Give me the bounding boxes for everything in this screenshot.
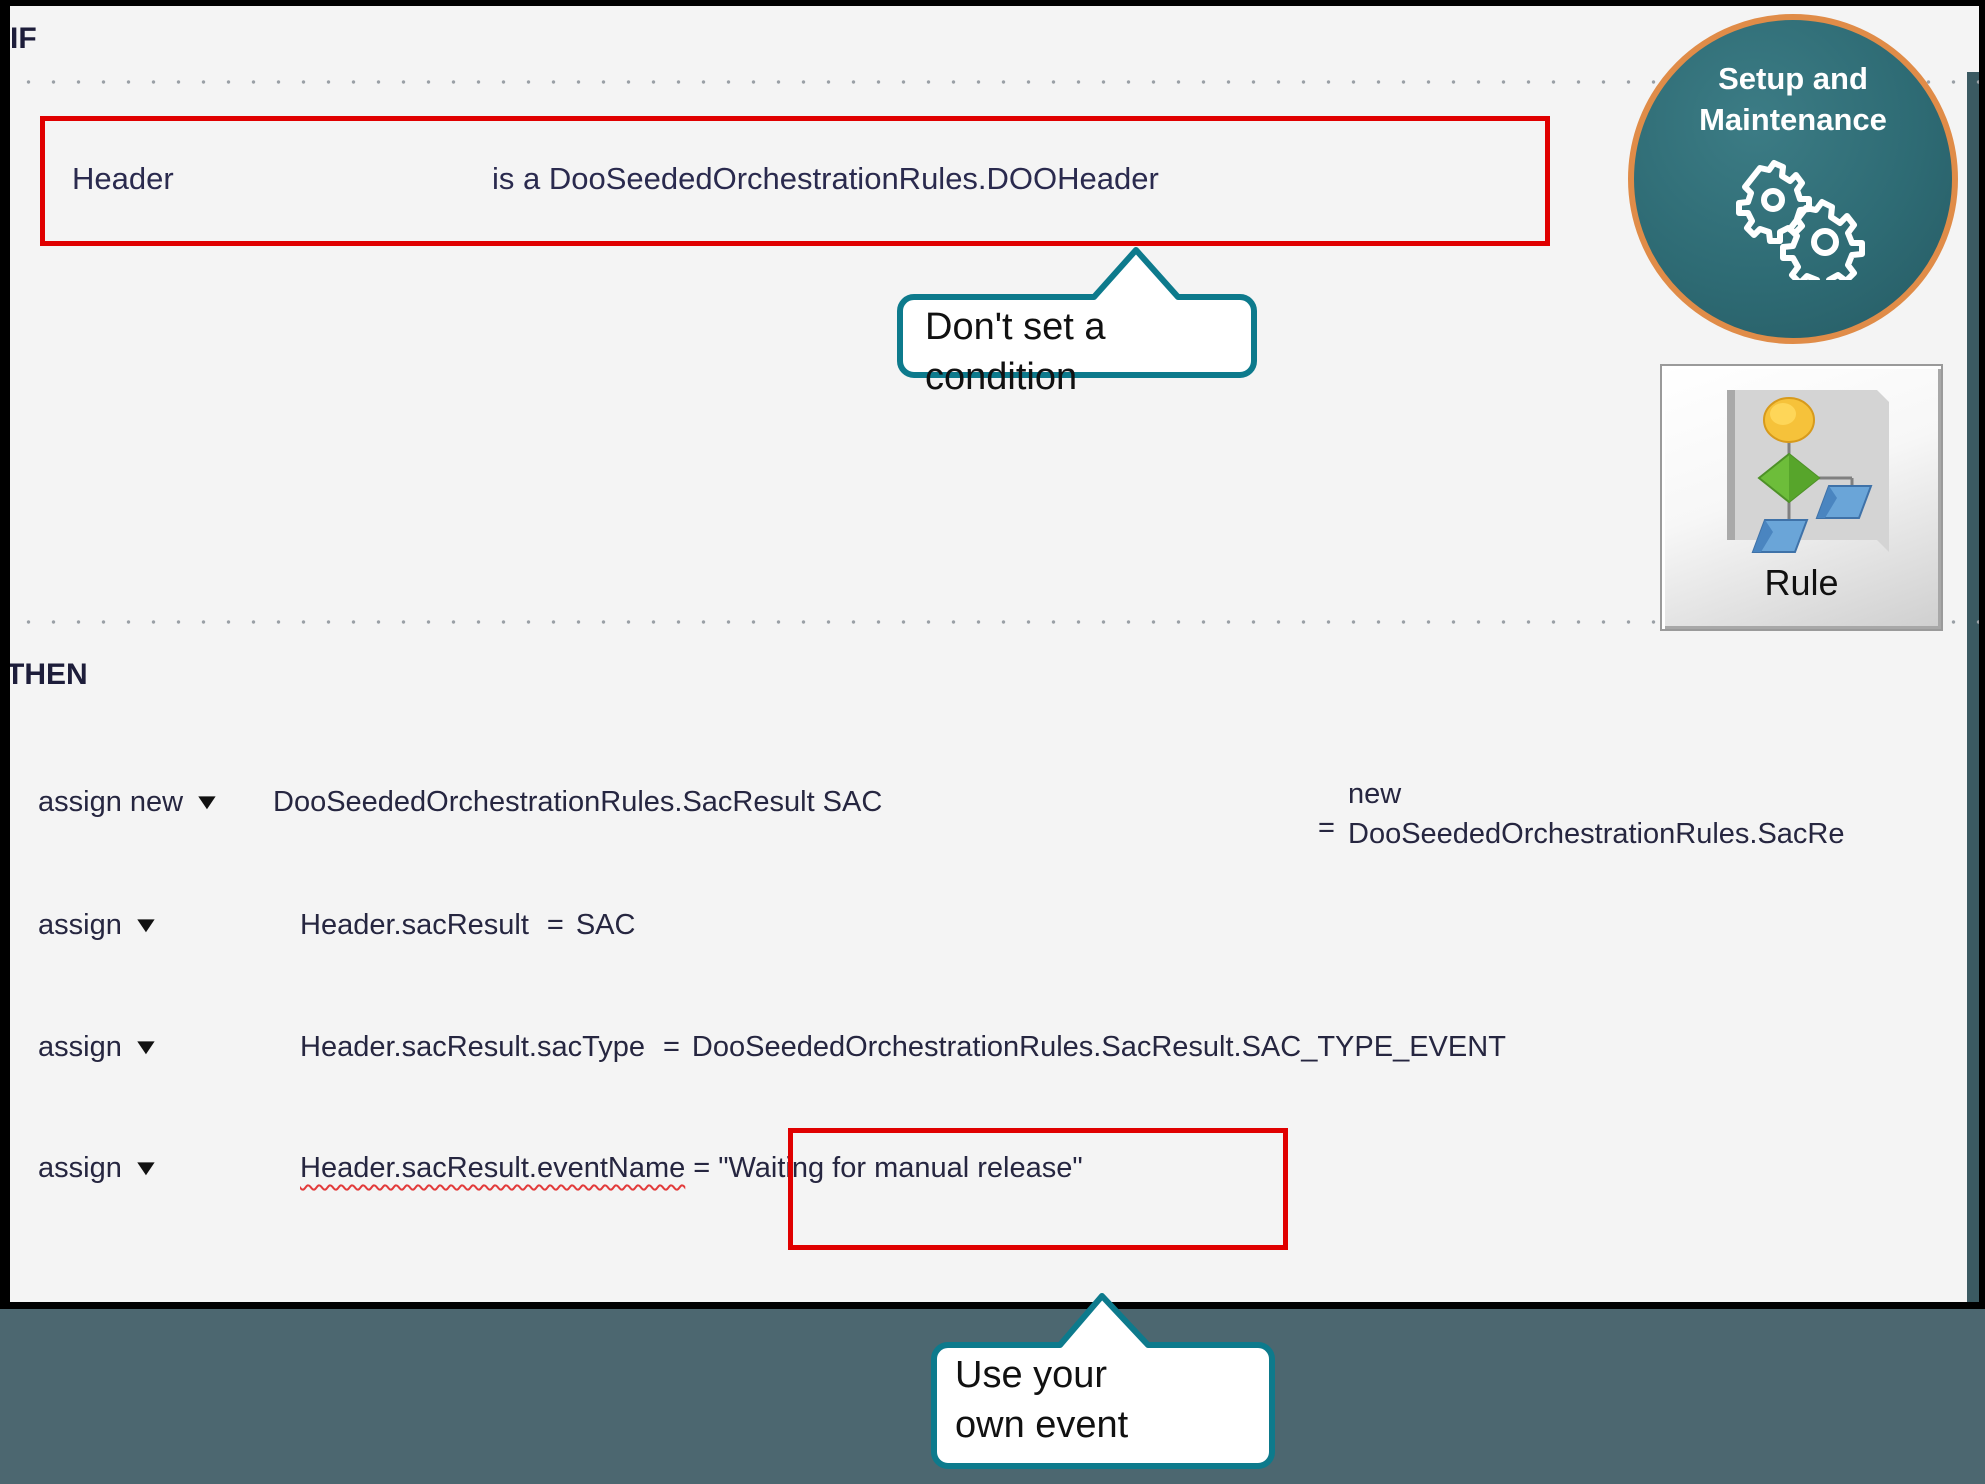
action-value-2[interactable]: SAC: [575, 909, 636, 941]
gears-icon: [1736, 160, 1865, 280]
action-operator-label-1: assign new: [38, 786, 184, 818]
callout-1-line2: condition: [925, 356, 1078, 398]
callout-dont-set-condition: Don't set a condition: [892, 245, 1262, 398]
setup-and-maintenance-badge[interactable]: Setup and Maintenance: [1628, 14, 1958, 344]
action-equals-3: =: [662, 1031, 680, 1063]
badge-title-line1: Setup and: [1718, 61, 1868, 96]
action-equals-2: =: [546, 909, 564, 941]
action-row-assign-sactype[interactable]: assign ▼ Header.sacResult.sacType = DooS…: [38, 1031, 1506, 1085]
action-row-assign-new[interactable]: assign new ▼ DooSeededOrchestrationRules…: [38, 786, 1033, 840]
if-section-divider: [10, 79, 1979, 85]
action-operator-select-4[interactable]: assign ▼: [38, 1152, 270, 1185]
action-operator-label-4: assign: [38, 1152, 122, 1184]
action-target-3[interactable]: Header.sacResult.sacType: [300, 1031, 645, 1063]
callout-use-your-own-event: Use your own event: [920, 1290, 1290, 1480]
badge-title-line2: Maintenance: [1699, 102, 1887, 137]
action-target-4[interactable]: Header.sacResult.eventName: [300, 1152, 686, 1184]
action-value-1[interactable]: new DooSeededOrchestrationRules.SacRe: [1348, 774, 1979, 854]
action-equals-1: =: [1318, 812, 1335, 844]
rule-flow-icon: [1726, 390, 1889, 553]
chevron-down-icon[interactable]: ▼: [131, 911, 161, 937]
if-label: IF: [10, 22, 37, 55]
action-value-1-line1: new: [1348, 778, 1402, 810]
rule-tool-label: Rule: [1764, 562, 1839, 603]
action-value-3[interactable]: DooSeededOrchestrationRules.SacResult.SA…: [691, 1031, 1506, 1063]
condition-term[interactable]: Header: [72, 161, 174, 196]
chevron-down-icon[interactable]: ▼: [131, 1154, 161, 1180]
action-value-1-line2: DooSeededOrchestrationRules.SacRe: [1348, 818, 1845, 850]
chevron-down-icon[interactable]: ▼: [131, 1033, 161, 1059]
highlight-box-event-name: [788, 1128, 1288, 1250]
callout-1-line1: Don't set a: [925, 306, 1106, 348]
action-operator-select-3[interactable]: assign ▼: [38, 1031, 270, 1064]
action-equals-4: =: [693, 1152, 711, 1184]
callout-2-text: Use your own event: [955, 1350, 1128, 1450]
action-operator-select-1[interactable]: assign new ▼: [38, 786, 273, 819]
rule-editor-panel: IF Header is a DooSeededOrchestrationRul…: [10, 6, 1979, 1302]
action-operator-select-2[interactable]: assign ▼: [38, 909, 270, 942]
setup-and-maintenance-title: Setup and Maintenance: [1653, 58, 1933, 140]
right-edge-strip: [1967, 6, 1979, 1302]
action-target-1[interactable]: DooSeededOrchestrationRules.SacResult SA…: [273, 786, 883, 818]
condition-expression[interactable]: is a DooSeededOrchestrationRules.DOOHead…: [492, 161, 1159, 196]
right-edge-strip-top-gap: [1967, 6, 1979, 72]
then-label: THEN: [10, 658, 88, 691]
action-value-4[interactable]: "Waiting for manual release": [718, 1152, 1083, 1184]
highlight-box-condition: [40, 116, 1550, 246]
then-section-divider: [10, 619, 1979, 625]
condition-row[interactable]: Header is a DooSeededOrchestrationRules.…: [72, 149, 1522, 209]
callout-2-line2: own event: [955, 1404, 1129, 1446]
action-row-assign-sacresult[interactable]: assign ▼ Header.sacResult = SAC: [38, 909, 635, 963]
chevron-down-icon[interactable]: ▼: [192, 788, 222, 814]
action-operator-label-3: assign: [38, 1031, 122, 1063]
action-target-2[interactable]: Header.sacResult: [300, 909, 529, 941]
callout-2-line1: Use your: [955, 1354, 1108, 1396]
rule-tool-button[interactable]: Rule: [1660, 364, 1943, 631]
action-operator-label-2: assign: [38, 909, 122, 941]
action-row-assign-eventname[interactable]: assign ▼ Header.sacResult.eventName = "W…: [38, 1152, 1083, 1206]
callout-1-text: Don't set a condition: [925, 302, 1105, 402]
